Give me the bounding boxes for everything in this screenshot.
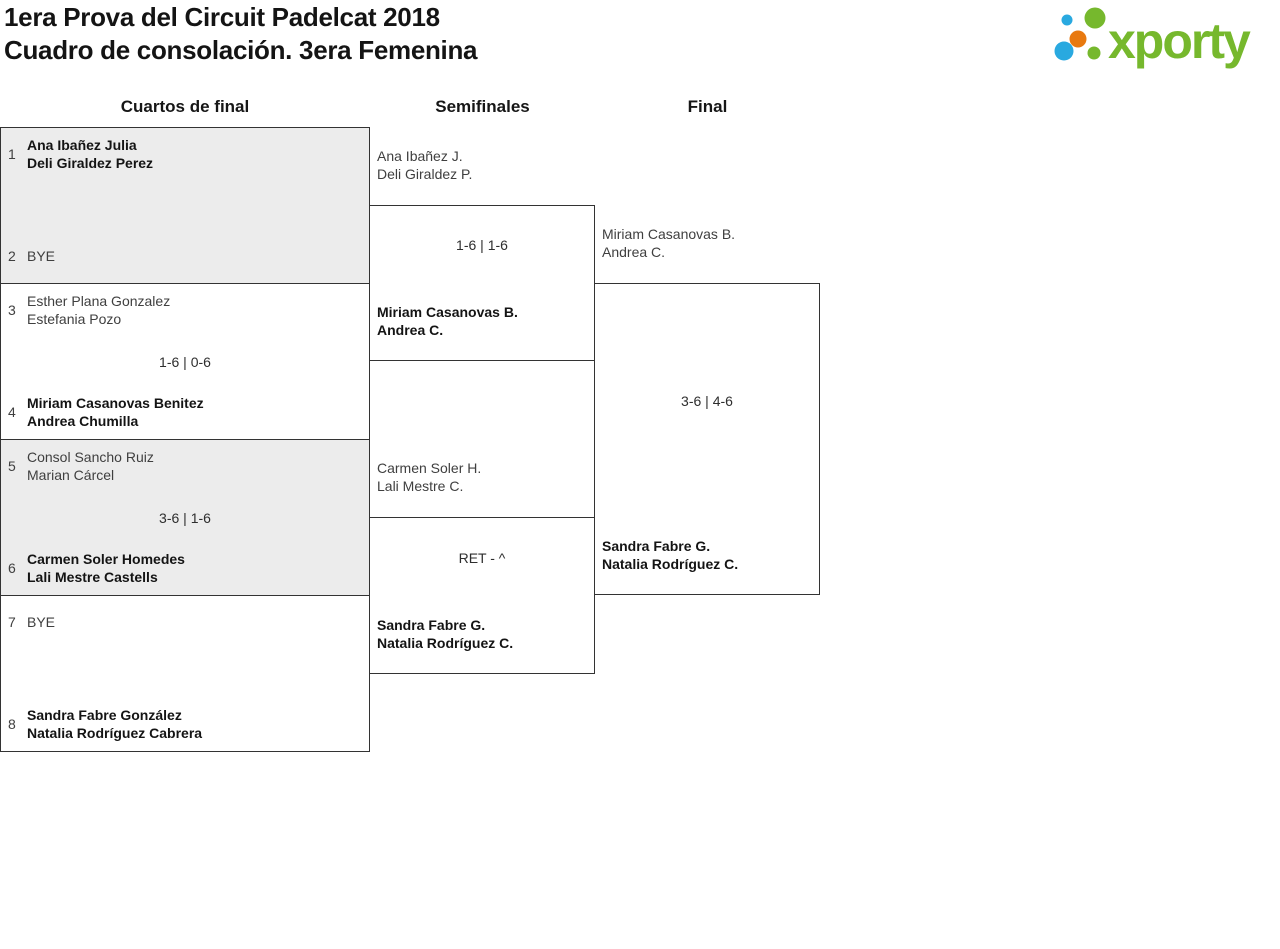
seed-number: 2 <box>8 248 16 264</box>
player-name: Natalia Rodríguez Cabrera <box>27 725 203 741</box>
seed-number: 7 <box>8 614 16 630</box>
team-qf4-top: 7 BYE <box>8 604 358 640</box>
team-final-top: Miriam Casanovas B. Andrea C. <box>602 225 814 261</box>
logo-dot-green-large <box>1084 7 1106 29</box>
seed-number: 3 <box>8 302 16 318</box>
logo-text: xporty <box>1108 13 1251 69</box>
team-names: Consol Sancho Ruiz Marian Cárcel <box>27 448 154 484</box>
player-name: Andrea C. <box>602 244 666 260</box>
round-header-semifinals: Semifinales <box>435 97 530 116</box>
logo-dot-green-small <box>1087 46 1101 60</box>
player-name: Sandra Fabre G. <box>602 538 711 554</box>
match-score-qf2: 1-6 | 0-6 <box>159 354 211 370</box>
xporty-logo: xporty <box>1054 7 1253 69</box>
player-name: Marian Cárcel <box>27 467 115 483</box>
team-qf3-bottom: 6 Carmen Soler Homedes Lali Mestre Caste… <box>8 550 358 586</box>
page-title: 1era Prova del Circuit Padelcat 2018 Cua… <box>4 1 478 67</box>
team-qf4-bottom: 8 Sandra Fabre González Natalia Rodrígue… <box>8 706 358 742</box>
player-name: Natalia Rodríguez C. <box>377 635 514 651</box>
team-qf1-top: 1 Ana Ibañez Julia Deli Giraldez Perez <box>8 136 358 172</box>
team-final-bottom: Sandra Fabre G. Natalia Rodríguez C. <box>602 537 814 573</box>
match-box-sf2 <box>369 517 595 674</box>
seed-number: 5 <box>8 458 16 474</box>
player-name: Esther Plana Gonzalez <box>27 293 171 309</box>
player-name: Andrea Chumilla <box>27 413 139 429</box>
seed-number: 8 <box>8 716 16 732</box>
player-name: Sandra Fabre G. <box>377 617 486 633</box>
team-sf2-top: Carmen Soler H. Lali Mestre C. <box>377 459 589 495</box>
team-sf1-bottom: Miriam Casanovas B. Andrea C. <box>377 303 589 339</box>
player-name: Estefania Pozo <box>27 311 122 327</box>
logo-dot-blue-small <box>1061 14 1073 26</box>
team-names: Sandra Fabre González Natalia Rodríguez … <box>27 706 202 742</box>
player-name: Deli Giraldez Perez <box>27 155 154 171</box>
match-score-final: 3-6 | 4-6 <box>681 393 733 409</box>
player-name: Miriam Casanovas Benitez <box>27 395 204 411</box>
team-sf2-bottom: Sandra Fabre G. Natalia Rodríguez C. <box>377 616 589 652</box>
player-name: Lali Mestre Castells <box>27 569 158 585</box>
seed-number: 6 <box>8 560 16 576</box>
player-name: Miriam Casanovas B. <box>602 226 736 242</box>
round-header-quarterfinals: Cuartos de final <box>120 97 250 116</box>
player-name: Ana Ibañez J. <box>377 148 463 164</box>
seed-number: 1 <box>8 146 16 162</box>
team-names: Esther Plana Gonzalez Estefania Pozo <box>27 292 170 328</box>
player-name: Ana Ibañez Julia <box>27 137 137 153</box>
team-names: Ana Ibañez Julia Deli Giraldez Perez <box>27 136 153 172</box>
team-names: Miriam Casanovas Benitez Andrea Chumilla <box>27 394 204 430</box>
player-name: Miriam Casanovas B. <box>377 304 518 320</box>
team-names: BYE <box>27 238 55 274</box>
player-name: Carmen Soler H. <box>377 460 482 476</box>
match-score-sf1: 1-6 | 1-6 <box>456 237 508 253</box>
title-line-2: Cuadro de consolación. 3era Femenina <box>4 35 478 65</box>
match-box-qf3 <box>0 439 370 596</box>
team-qf1-bottom: 2 BYE <box>8 238 358 274</box>
match-score-sf2: RET - ^ <box>458 550 506 566</box>
team-names: BYE <box>27 604 55 640</box>
logo-dot-blue-large <box>1054 41 1074 61</box>
seed-number: 4 <box>8 404 16 420</box>
player-name: BYE <box>27 248 56 264</box>
player-name: Carmen Soler Homedes <box>27 551 185 567</box>
match-box-qf1 <box>0 127 370 284</box>
player-name: Lali Mestre C. <box>377 478 464 494</box>
logo-dot-orange <box>1069 30 1087 48</box>
player-name: Andrea C. <box>377 322 444 338</box>
player-name: Natalia Rodríguez C. <box>602 556 739 572</box>
player-name: Sandra Fabre González <box>27 707 182 723</box>
round-header-final: Final <box>687 97 728 116</box>
title-line-1: 1era Prova del Circuit Padelcat 2018 <box>4 2 440 32</box>
team-qf2-top: 3 Esther Plana Gonzalez Estefania Pozo <box>8 292 358 328</box>
player-name: Consol Sancho Ruiz <box>27 449 154 465</box>
player-name: Deli Giraldez P. <box>377 166 473 182</box>
team-qf2-bottom: 4 Miriam Casanovas Benitez Andrea Chumil… <box>8 394 358 430</box>
team-sf1-top: Ana Ibañez J. Deli Giraldez P. <box>377 147 589 183</box>
team-names: Carmen Soler Homedes Lali Mestre Castell… <box>27 550 185 586</box>
player-name: BYE <box>27 614 56 630</box>
match-box-final <box>594 283 820 595</box>
match-score-qf3: 3-6 | 1-6 <box>159 510 211 526</box>
team-qf3-top: 5 Consol Sancho Ruiz Marian Cárcel <box>8 448 358 484</box>
